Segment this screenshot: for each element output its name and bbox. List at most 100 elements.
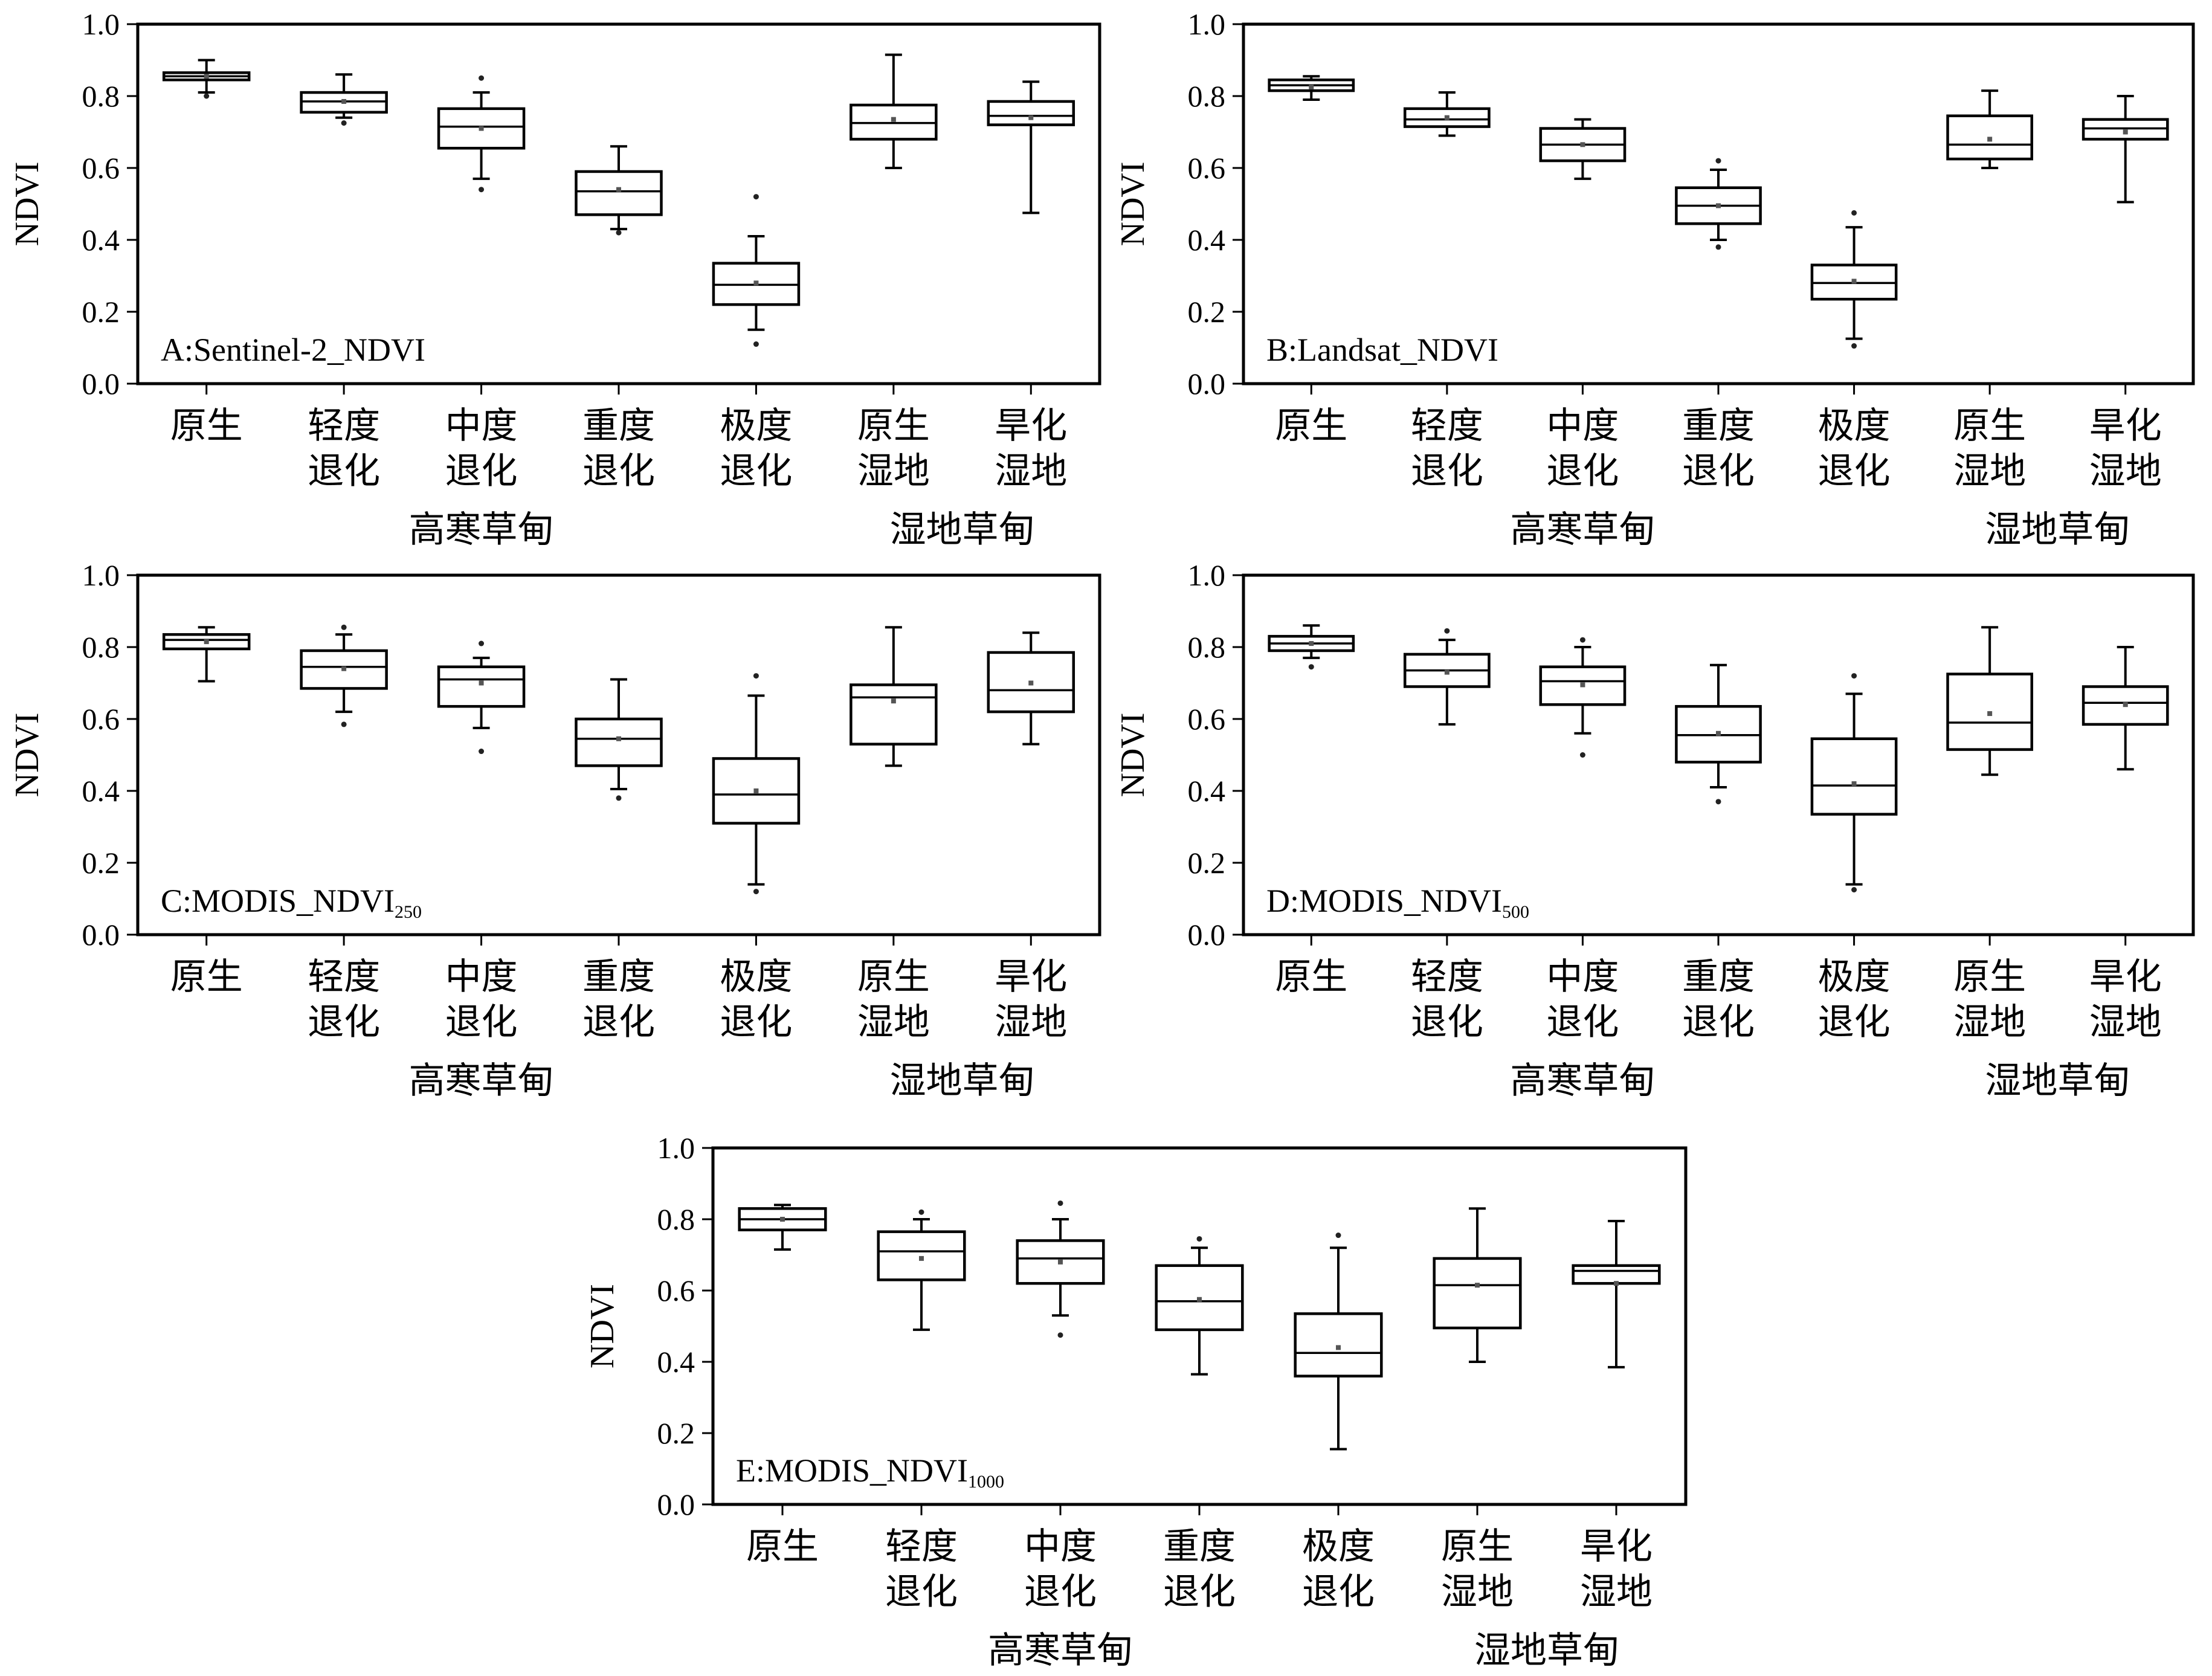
x-category-label: 湿地	[857, 1002, 930, 1042]
box-1	[1269, 76, 1353, 100]
panel-label-subscript: 1000	[968, 1472, 1004, 1492]
y-axis-label: NDVI	[1114, 713, 1152, 798]
x-category-label: 退化	[1411, 1002, 1483, 1042]
y-tick-label: 0.6	[1188, 151, 1226, 185]
box-6	[1948, 627, 2032, 775]
chart-panel-5: 0.00.20.40.60.81.0NDVI原生轻度退化中度退化重度退化极度退化…	[584, 1131, 1686, 1671]
x-group-label: 湿地草甸	[1985, 510, 2130, 550]
y-tick-label: 1.0	[1188, 7, 1226, 41]
outlier-point	[1058, 1332, 1063, 1338]
y-tick-label: 0.4	[1188, 774, 1226, 808]
mean-marker	[1197, 1297, 1202, 1302]
x-group-label: 高寒草甸	[409, 510, 554, 550]
panel-label-subscript: 250	[395, 902, 422, 922]
x-category-label: 重度	[1163, 1527, 1236, 1567]
chart-panel-1: 0.00.20.40.60.81.0NDVI原生轻度退化中度退化重度退化极度退化…	[8, 7, 1100, 550]
y-tick-label: 1.0	[82, 7, 120, 41]
x-category-label: 湿地	[995, 451, 1067, 491]
y-tick-label: 0.6	[82, 151, 120, 185]
x-category-label: 湿地	[2089, 1002, 2162, 1042]
x-category-label: 旱化	[1580, 1527, 1653, 1567]
box-2	[1405, 628, 1489, 724]
panel-label-main: B:Landsat_NDVI	[1266, 332, 1498, 368]
panel-label: D:MODIS_NDVI500	[1266, 883, 1529, 922]
x-category-label: 湿地	[995, 1002, 1067, 1042]
outlier-point	[1851, 887, 1857, 892]
y-tick-label: 0.2	[1188, 846, 1226, 880]
box-4	[1676, 665, 1760, 805]
y-tick-label: 0.8	[82, 630, 120, 664]
outlier-point	[616, 795, 622, 801]
box-5	[1295, 1233, 1382, 1449]
mean-marker	[1309, 641, 1314, 646]
x-category-label: 中度	[445, 406, 518, 446]
box-iqr	[439, 667, 524, 706]
box-iqr	[576, 172, 661, 214]
outlier-point	[1716, 158, 1721, 164]
box-7	[988, 82, 1074, 213]
box-7	[1573, 1221, 1660, 1367]
mean-marker	[479, 681, 484, 686]
x-group-label: 高寒草甸	[988, 1631, 1133, 1671]
mean-marker	[479, 126, 484, 131]
x-group-label: 湿地草甸	[890, 510, 1035, 550]
x-category-label: 退化	[1163, 1572, 1236, 1612]
x-category-label: 退化	[1411, 451, 1483, 491]
panel-label-main: C:MODIS_NDVI	[161, 883, 395, 919]
y-tick-label: 0.4	[82, 223, 120, 257]
y-tick-label: 0.6	[1188, 702, 1226, 736]
x-category-label: 旱化	[995, 957, 1067, 997]
y-axis-label: NDVI	[8, 713, 46, 798]
outlier-point	[341, 721, 347, 727]
box-6	[1434, 1208, 1521, 1362]
box-7	[2083, 647, 2167, 769]
mean-marker	[1987, 711, 1992, 716]
outlier-point	[1851, 673, 1857, 678]
y-axis-label: NDVI	[584, 1284, 621, 1368]
mean-marker	[616, 736, 621, 741]
mean-marker	[780, 1217, 785, 1222]
x-category-label: 原生	[857, 957, 930, 997]
box-3	[439, 76, 524, 192]
x-category-label: 湿地	[2089, 451, 2162, 491]
y-tick-label: 0.8	[1188, 630, 1226, 664]
mean-marker	[1580, 142, 1585, 147]
x-category-label: 极度	[720, 957, 792, 997]
box-6	[851, 627, 936, 765]
x-category-label: 原生	[857, 406, 930, 446]
outlier-point	[1716, 799, 1721, 804]
mean-marker	[1716, 203, 1721, 208]
x-category-label: 中度	[1024, 1527, 1097, 1567]
x-category-label: 退化	[1546, 1002, 1619, 1042]
mean-marker	[1028, 115, 1033, 120]
x-category-label: 极度	[1818, 406, 1891, 446]
x-category-label: 退化	[445, 1002, 518, 1042]
box-7	[988, 633, 1074, 744]
x-category-label: 极度	[1818, 957, 1891, 997]
x-category-label: 极度	[720, 406, 792, 446]
y-tick-label: 0.2	[82, 295, 120, 329]
outlier-point	[753, 889, 759, 894]
x-category-label: 退化	[308, 1002, 380, 1042]
box-3	[1541, 637, 1625, 758]
outlier-point	[1580, 637, 1585, 643]
mean-marker	[753, 280, 758, 285]
panel-label-main: A:Sentinel-2_NDVI	[161, 332, 425, 368]
x-category-label: 退化	[1024, 1572, 1097, 1612]
y-tick-label: 0.4	[1188, 223, 1226, 257]
y-tick-label: 0.8	[82, 79, 120, 113]
x-category-label: 中度	[1546, 406, 1619, 446]
box-3	[439, 641, 524, 755]
box-5	[714, 673, 799, 894]
panel-label-subscript: 500	[1502, 902, 1529, 922]
y-tick-label: 0.2	[657, 1416, 695, 1450]
box-4	[1156, 1236, 1243, 1375]
x-group-label: 湿地草甸	[890, 1061, 1035, 1101]
panel-label-main: D:MODIS_NDVI	[1266, 883, 1502, 919]
y-tick-label: 0.4	[657, 1345, 695, 1379]
x-category-label: 湿地	[857, 451, 930, 491]
x-category-label: 退化	[582, 1002, 655, 1042]
mean-marker	[891, 698, 896, 703]
x-category-label: 退化	[885, 1572, 958, 1612]
outlier-point	[919, 1210, 924, 1215]
